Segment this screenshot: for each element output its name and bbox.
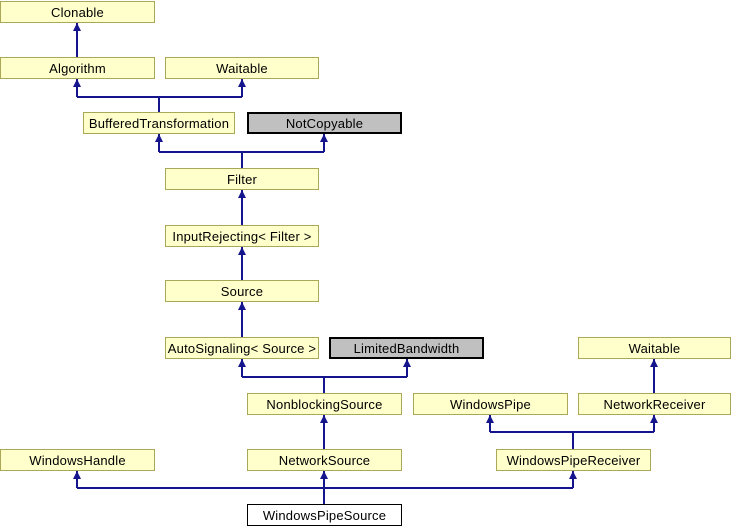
inheritance-arrowhead-icon [320,471,328,479]
class-node-auto-signaling[interactable]: AutoSignaling< Source > [165,337,319,359]
inheritance-edge-segment [241,247,243,280]
inheritance-edge-segment [242,376,407,378]
class-node-label: NetworkReceiver [603,396,706,412]
class-node-label: WindowsPipeReceiver [506,452,641,468]
class-node-label: Clonable [51,4,104,20]
inheritance-arrowhead-icon [569,471,577,479]
class-node-label: WindowsPipeSource [262,507,387,523]
class-node-label: NotCopyable [285,115,364,131]
class-node-nonblocking-source[interactable]: NonblockingSource [247,393,402,415]
inheritance-arrowhead-icon [650,415,658,423]
class-node-limited-bandwidth: LimitedBandwidth [329,337,484,359]
inheritance-edge-segment [241,302,243,337]
inheritance-edge-segment [241,152,243,168]
class-node-windows-pipe-receiver[interactable]: WindowsPipeReceiver [496,449,651,471]
inheritance-edge-segment [76,79,78,97]
class-node-label: Waitable [216,60,268,76]
class-node-windows-pipe-source: WindowsPipeSource [247,504,402,526]
class-node-filter[interactable]: Filter [165,168,319,190]
inheritance-edge-segment [241,190,243,225]
inheritance-edge-segment [572,471,574,488]
inheritance-edge-segment [653,415,655,432]
class-node-not-copyable: NotCopyable [247,112,402,134]
inheritance-arrowhead-icon [73,471,81,479]
inheritance-edge-segment [323,415,325,449]
inheritance-arrowhead-icon [320,134,328,142]
inheritance-edge-segment [241,79,243,97]
inheritance-arrowhead-icon [238,302,246,310]
inheritance-arrowhead-icon [403,359,411,367]
class-node-label: AutoSignaling< Source > [167,340,317,356]
inheritance-edge-segment [158,134,160,152]
inheritance-edge-segment [653,359,655,393]
class-node-input-rejecting[interactable]: InputRejecting< Filter > [165,225,319,247]
inheritance-edge-segment [159,151,324,153]
class-node-network-receiver[interactable]: NetworkReceiver [578,393,731,415]
inheritance-edge-segment [323,134,325,152]
inheritance-edge-segment [490,431,654,433]
inheritance-edge-segment [406,359,408,377]
inheritance-arrowhead-icon [238,79,246,87]
class-node-label: NetworkSource [278,452,371,468]
class-node-label: Filter [226,171,258,187]
class-node-label: WindowsPipe [450,396,531,412]
inheritance-arrowhead-icon [73,23,81,31]
class-node-waitable-right[interactable]: Waitable [578,337,731,359]
class-node-label: Source [220,283,264,299]
inheritance-edge-segment [77,487,573,489]
inheritance-arrowhead-icon [650,359,658,367]
class-node-windows-pipe[interactable]: WindowsPipe [413,393,568,415]
class-node-source[interactable]: Source [165,280,319,302]
class-node-label: WindowsHandle [29,452,126,468]
class-node-label: Algorithm [49,60,106,76]
class-node-waitable-top[interactable]: Waitable [165,57,319,79]
inheritance-arrowhead-icon [73,79,81,87]
class-node-algorithm[interactable]: Algorithm [0,57,155,79]
inheritance-edge-segment [241,359,243,377]
class-node-buffered-transformation[interactable]: BufferedTransformation [83,112,235,134]
class-node-network-source[interactable]: NetworkSource [247,449,402,471]
inheritance-edge-segment [77,96,242,98]
class-node-label: BufferedTransformation [88,115,230,131]
inheritance-arrowhead-icon [486,415,494,423]
class-node-label: InputRejecting< Filter > [172,228,312,244]
inheritance-edge-segment [489,415,491,432]
class-node-windows-handle[interactable]: WindowsHandle [0,449,155,471]
inheritance-edge-segment [572,432,574,449]
class-node-label: Waitable [628,340,681,356]
inheritance-edge-segment [76,471,78,488]
class-node-label: LimitedBandwidth [353,340,460,356]
inheritance-edge-segment [323,377,325,393]
class-node-clonable[interactable]: Clonable [0,1,155,23]
inheritance-arrowhead-icon [155,134,163,142]
class-node-label: NonblockingSource [266,396,383,412]
inheritance-arrowhead-icon [320,415,328,423]
inheritance-edge-segment [76,23,78,57]
inheritance-arrowhead-icon [238,247,246,255]
inheritance-arrowhead-icon [238,359,246,367]
inheritance-edge-segment [158,97,160,112]
inheritance-arrowhead-icon [238,190,246,198]
